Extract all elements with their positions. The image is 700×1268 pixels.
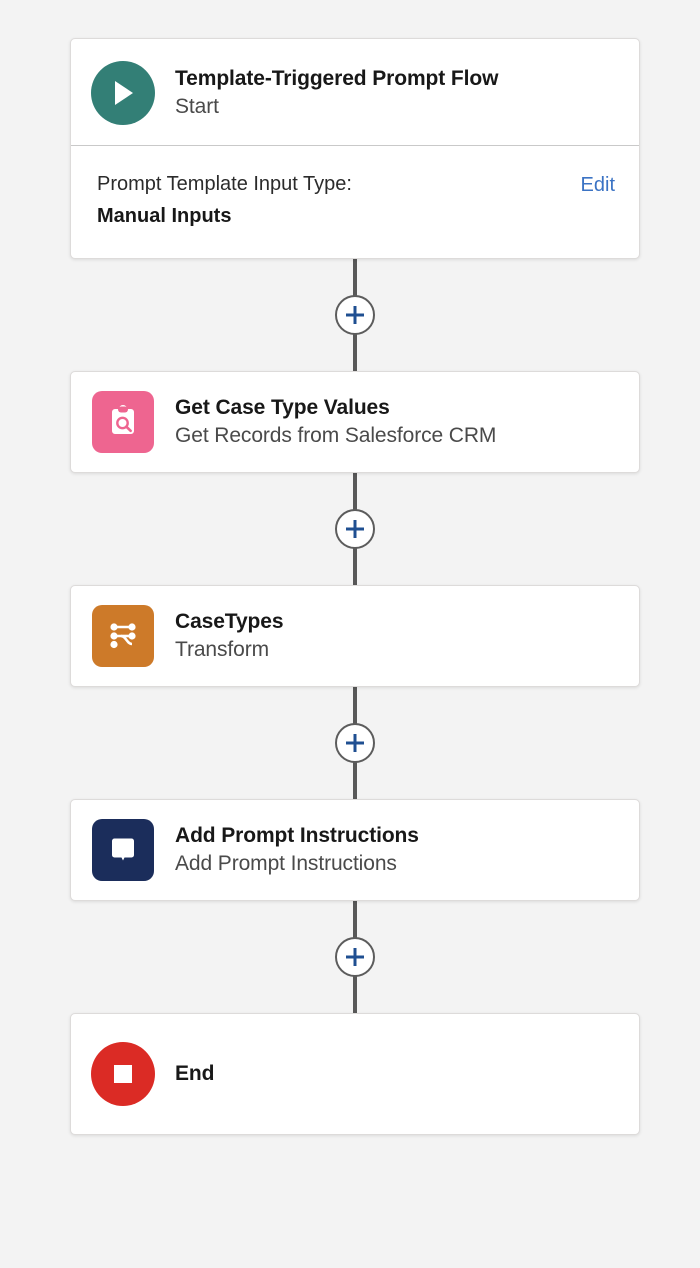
flow-column: Template-Triggered Prompt Flow Start Pro… [70,38,640,1135]
get-records-subtitle: Get Records from Salesforce CRM [175,424,497,447]
transform-icon-wrap [91,604,155,668]
stop-circle-icon [91,1042,155,1106]
end-icon-wrap [91,1042,155,1106]
transform-title: CaseTypes [175,610,284,634]
speech-bubble-icon [92,819,154,881]
add-element-button-1[interactable] [335,295,375,335]
flow-node-add-prompt-instructions[interactable]: Add Prompt Instructions Add Prompt Instr… [70,799,640,901]
start-node-subtitle: Start [175,95,219,118]
transform-text: CaseTypes Transform [175,608,284,663]
end-row: End [71,1014,639,1134]
connector-1 [70,257,640,373]
add-prompt-instructions-icon-wrap [91,818,155,882]
start-node-divider [71,145,639,146]
plus-icon [346,520,364,538]
start-node-detail: Prompt Template Input Type: Manual Input… [71,146,639,258]
end-text: End [175,1060,214,1088]
flow-node-start[interactable]: Template-Triggered Prompt Flow Start Pro… [70,38,640,259]
connector-3 [70,685,640,801]
add-prompt-instructions-row: Add Prompt Instructions Add Prompt Instr… [71,800,639,900]
flow-node-get-records[interactable]: Get Case Type Values Get Records from Sa… [70,371,640,473]
prompt-template-input-type-label: Prompt Template Input Type: [97,173,352,195]
connector-2 [70,471,640,587]
get-records-row: Get Case Type Values Get Records from Sa… [71,372,639,472]
start-node-header: Template-Triggered Prompt Flow Start [71,39,639,145]
play-circle-icon [91,61,155,125]
add-element-button-3[interactable] [335,723,375,763]
plus-icon [346,306,364,324]
connector-4 [70,899,640,1015]
edit-link[interactable]: Edit [580,174,615,196]
add-element-button-2[interactable] [335,509,375,549]
start-node-text: Template-Triggered Prompt Flow Start [175,65,498,120]
plus-icon [346,948,364,966]
add-prompt-instructions-title: Add Prompt Instructions [175,824,419,848]
get-records-title: Get Case Type Values [175,396,390,420]
add-element-button-4[interactable] [335,937,375,977]
transform-row: CaseTypes Transform [71,586,639,686]
clipboard-search-icon [92,391,154,453]
get-records-text: Get Case Type Values Get Records from Sa… [175,394,496,449]
prompt-template-input-type-block: Prompt Template Input Type: Manual Input… [97,168,352,232]
prompt-template-input-type-value: Manual Inputs [97,205,232,227]
transform-subtitle: Transform [175,638,269,661]
start-node-title: Template-Triggered Prompt Flow [175,67,499,91]
flow-node-transform[interactable]: CaseTypes Transform [70,585,640,687]
get-records-icon-wrap [91,390,155,454]
start-icon-wrap [91,61,155,125]
flow-node-end[interactable]: End [70,1013,640,1135]
plus-icon [346,734,364,752]
add-prompt-instructions-text: Add Prompt Instructions Add Prompt Instr… [175,822,419,877]
add-prompt-instructions-subtitle: Add Prompt Instructions [175,852,397,875]
end-title: End [175,1062,215,1086]
transform-icon [92,605,154,667]
